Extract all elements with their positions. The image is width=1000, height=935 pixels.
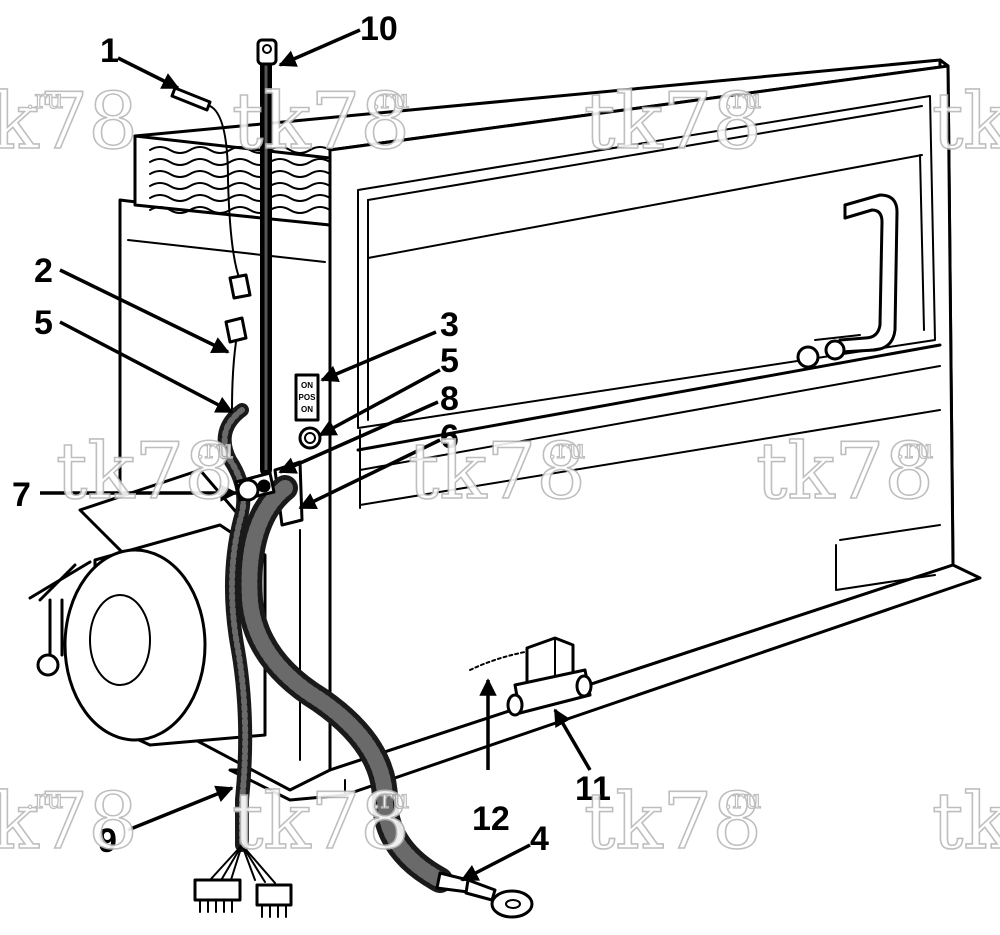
- svg-text:.ru: .ru: [548, 435, 585, 465]
- wiring-harness: [193, 403, 293, 918]
- svg-text:tk78: tk78: [584, 777, 762, 867]
- ground-strap: [256, 38, 278, 476]
- solenoid-valve: [469, 636, 593, 717]
- svg-text:.ru: .ru: [724, 85, 761, 115]
- watermark: tk78 .ru: [407, 426, 586, 518]
- callout-10: 10: [360, 10, 398, 48]
- power-cable: [236, 475, 534, 919]
- svg-text:.ru: .ru: [196, 435, 233, 465]
- svg-text:tk78: tk78: [408, 427, 586, 517]
- leader-lines: [40, 28, 592, 882]
- svg-text:.ru: .ru: [724, 785, 761, 815]
- callout-8: 8: [440, 380, 459, 418]
- svg-text:tk78: tk78: [0, 77, 138, 167]
- callout-11: 11: [575, 770, 611, 808]
- svg-text:tk78: tk78: [932, 77, 1000, 167]
- svg-text:.ru: .ru: [26, 85, 63, 115]
- heater-housing: [118, 58, 982, 802]
- watermark: tk78 .ru: [755, 426, 934, 518]
- switch-label-top: ON: [301, 381, 313, 390]
- callout-2: 2: [34, 252, 53, 290]
- callout-numbers: 1 2 3 4 5 5 6 7 8 9 10 11 12: [12, 10, 611, 860]
- svg-text:tk78: tk78: [0, 777, 138, 867]
- terminal-stud: [234, 471, 276, 502]
- leader-11: [553, 708, 592, 771]
- watermark: tk78 .ru: [583, 76, 762, 168]
- watermark: tk78 .ru: [583, 776, 762, 868]
- watermarks: tk78 .ru tk78 .ru tk78 .ru tk78 tk78 .ru…: [0, 76, 1000, 868]
- switch-plate: ON POS ON: [294, 373, 320, 422]
- watermark: tk78 .ru: [231, 776, 410, 868]
- callout-9: 9: [98, 822, 117, 860]
- leader-1: [117, 56, 180, 90]
- svg-text:tk78: tk78: [56, 427, 234, 517]
- leader-3: [320, 330, 437, 382]
- watermark: tk78 .ru: [0, 76, 139, 168]
- callout-7: 7: [12, 476, 31, 514]
- svg-text:.ru: .ru: [372, 85, 409, 115]
- svg-text:tk78: tk78: [232, 777, 410, 867]
- callout-5b: 5: [440, 342, 459, 380]
- callout-12: 12: [472, 800, 510, 838]
- watermark: tk78: [931, 76, 1000, 168]
- svg-text:tk78: tk78: [232, 77, 410, 167]
- svg-text:tk78: tk78: [932, 777, 1000, 867]
- callout-3: 3: [440, 306, 459, 344]
- watermark: tk78 .ru: [0, 776, 139, 868]
- coolant-pipe: [796, 193, 899, 369]
- sensor-lead: [170, 86, 252, 411]
- callout-4: 4: [530, 820, 549, 858]
- svg-text:.ru: .ru: [896, 435, 933, 465]
- blower-assembly: [28, 468, 267, 747]
- leader-4: [460, 843, 531, 882]
- leader-8: [278, 400, 439, 474]
- leader-2: [59, 268, 230, 354]
- callout-5a: 5: [34, 304, 53, 342]
- callout-1: 1: [100, 32, 119, 70]
- watermark: tk78 .ru: [231, 76, 410, 168]
- watermark: tk78: [931, 776, 1000, 868]
- svg-text:tk78: tk78: [584, 77, 762, 167]
- leader-5b: [318, 368, 441, 437]
- switch-label-bot: ON: [301, 405, 313, 414]
- leader-6: [298, 438, 441, 510]
- leader-9: [127, 785, 234, 832]
- svg-text:.ru: .ru: [372, 785, 409, 815]
- callout-6: 6: [440, 418, 459, 456]
- leader-5a: [59, 320, 234, 414]
- svg-text:tk78: tk78: [756, 427, 934, 517]
- grommet-right: [298, 426, 322, 450]
- watermark: tk78 .ru: [55, 426, 234, 518]
- svg-text:.ru: .ru: [26, 785, 63, 815]
- leader-10: [278, 28, 361, 67]
- switch-label-mid: POS: [299, 393, 317, 402]
